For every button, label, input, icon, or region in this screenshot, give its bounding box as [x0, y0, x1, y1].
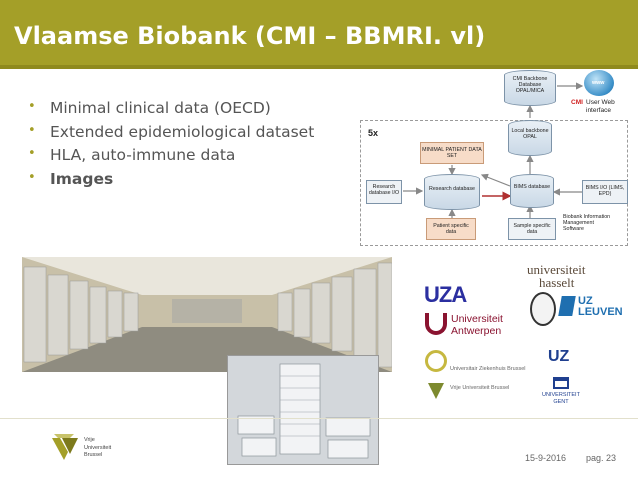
ua-emblem-icon — [425, 313, 447, 335]
sample-specific-data — [508, 218, 556, 240]
ugent-logo: UNIVERSITEIT GENT — [538, 392, 584, 405]
uhasselt-line: hasselt — [539, 275, 575, 290]
uhasselt-logo: universiteit hasselt — [527, 263, 586, 289]
sample-data-label: Sample specific data — [513, 223, 551, 235]
vub-logo-icon — [52, 434, 78, 460]
uzleuven-mark-icon — [558, 296, 576, 316]
cmi-user-prefix: CMI — [571, 99, 583, 106]
bims-io-label: BIMS I/O (LIMS, EPD) — [585, 185, 625, 197]
page-number: pag. 23 — [586, 453, 617, 463]
uzbrussel-logo: Universitair Ziekenhuis Brussel — [450, 366, 526, 372]
uzgent-logo: UZ — [548, 348, 570, 365]
bullet-icon: • — [28, 99, 36, 114]
ua-logo: Universiteit Antwerpen — [451, 313, 503, 337]
vub-footer-text: Vrije Universiteit Brussel — [84, 437, 111, 460]
bullet-list: •Minimal clinical data (OECD) •Extended … — [26, 99, 314, 193]
slide-title: Vlaamse Biobank (CMI – BBMRI. vl) — [14, 22, 486, 50]
research-io — [366, 180, 402, 204]
uzleuven-line: UZ — [578, 295, 593, 307]
vub-footer-line: Brussel — [84, 452, 103, 458]
minimal-patient-dataset — [420, 142, 484, 164]
bims-legend: Biobank Information Management Software — [563, 214, 635, 232]
uzleuven-line: LEUVEN — [578, 306, 623, 318]
research-database — [424, 174, 480, 210]
ugent-line: GENT — [553, 398, 569, 405]
bims-legend-line: Management — [563, 220, 594, 226]
research-database-label: Research database — [429, 186, 475, 192]
patient-specific-data — [426, 218, 476, 240]
footer-rule — [0, 418, 638, 419]
title-rule — [0, 65, 638, 69]
title-bar: Vlaamse Biobank (CMI – BBMRI. vl) — [0, 0, 638, 69]
ua-line: Universiteit — [451, 313, 503, 325]
ua-line: Antwerpen — [451, 325, 502, 337]
diagram-arrows — [403, 82, 584, 218]
ugent-line: UNIVERSITEIT — [542, 392, 580, 398]
bullet-icon: • — [28, 122, 36, 138]
bullet-item: •HLA, auto-immune data — [28, 146, 236, 164]
local-backbone — [508, 120, 552, 156]
kuleuven-seal-icon — [530, 292, 556, 326]
vub-footer-line: Vrije — [84, 437, 95, 443]
bullet-item: •Minimal clinical data (OECD) — [28, 99, 271, 117]
bullet-icon: • — [28, 169, 36, 185]
bullet-item: •Images — [28, 169, 114, 188]
www-label: www — [592, 80, 605, 86]
bullet-item: •Extended epidemiological dataset — [28, 122, 315, 141]
bims-legend-line: Biobank Information — [563, 214, 611, 220]
cmi-database-label: CMI Backbone Database OPAL/MICA — [512, 76, 548, 94]
bullet-icon: • — [28, 146, 36, 161]
local-backbone-label: Local backbone OPAL — [511, 128, 549, 140]
vub-small-logo: Vrije Universiteit Brussel — [450, 385, 510, 391]
globe-icon — [584, 70, 614, 96]
uza-logo: UZA — [424, 282, 467, 307]
uzleuven-logo: UZ LEUVEN — [578, 296, 623, 318]
vub-small-emblem-icon — [428, 383, 444, 399]
patient-data-label: Patient specific data — [433, 223, 469, 235]
bims-io — [582, 180, 628, 204]
multiplier-label: 5x — [368, 128, 379, 138]
cmi-user-label: User Web interface — [586, 99, 615, 114]
bims-database — [510, 174, 554, 208]
ugent-building-icon — [553, 377, 569, 389]
uzbrussel-emblem-icon — [425, 350, 447, 372]
sample-tray-photo — [227, 355, 379, 465]
cmi-database — [504, 70, 556, 106]
bims-legend-line: Software — [563, 226, 584, 232]
uhasselt-line: universiteit — [527, 262, 586, 277]
sample-tray-drawing — [228, 356, 378, 464]
architecture-diagram: 5x CMI Backbone Database OPAL/MICA www C… — [360, 70, 636, 248]
minimal-patient-label: MINIMAL PATIENT DATA SET — [422, 147, 482, 159]
research-io-label: Research database I/O — [368, 184, 400, 196]
footer-date: 15-9-2016 — [525, 453, 567, 463]
bims-database-label: BIMS database — [513, 184, 551, 190]
vub-footer-line: Universiteit — [84, 444, 112, 451]
